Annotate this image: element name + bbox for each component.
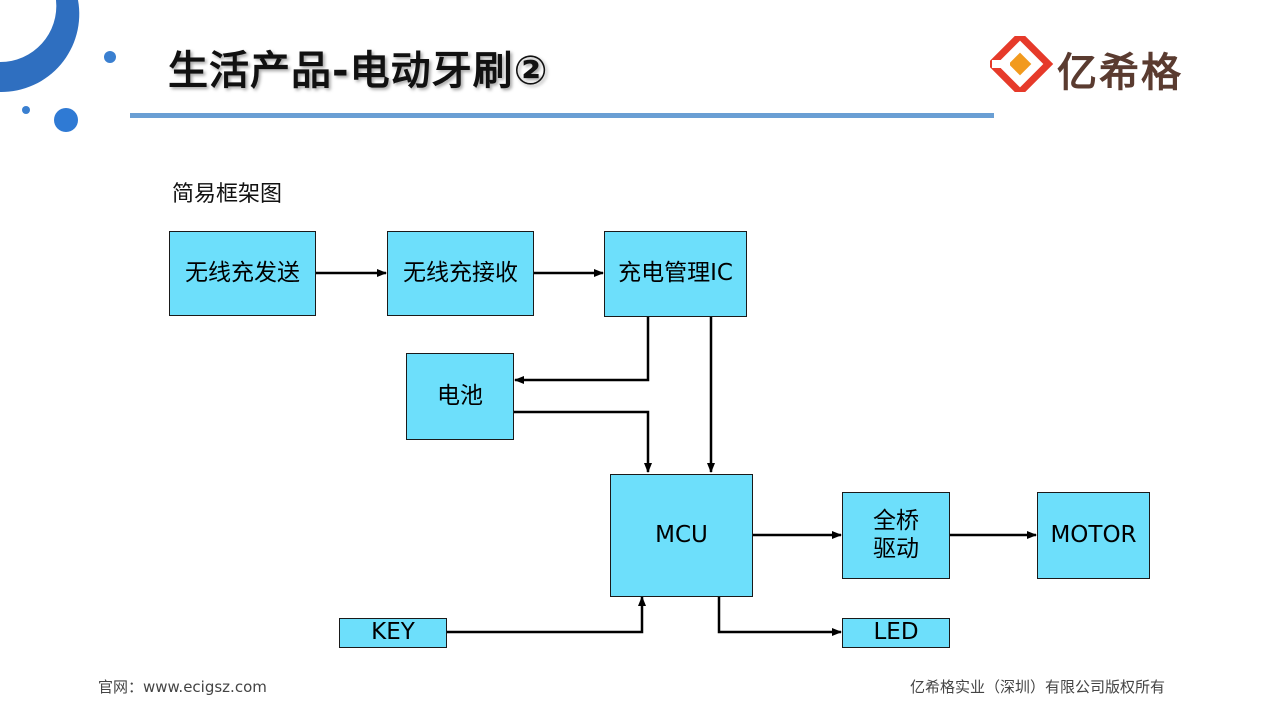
node-wireless-transmit: 无线充发送	[169, 231, 316, 316]
node-label: MOTOR	[1050, 521, 1137, 548]
node-label: 全桥 驱动	[873, 507, 919, 562]
page-title: 生活产品-电动牙刷②	[168, 48, 549, 94]
node-label: KEY	[371, 619, 415, 646]
node-led: LED	[842, 618, 950, 648]
node-label: 无线充接收	[403, 259, 518, 286]
decorative-circles	[0, 0, 116, 132]
node-mcu: MCU	[610, 474, 753, 597]
node-key: KEY	[339, 618, 447, 648]
node-full-bridge-driver: 全桥 驱动	[842, 492, 950, 579]
node-wireless-receive: 无线充接收	[387, 231, 534, 316]
node-label: 无线充发送	[185, 259, 300, 286]
node-label: 充电管理IC	[618, 260, 733, 287]
footer-website: 官网：www.ecigsz.com	[98, 678, 267, 696]
node-battery: 电池	[406, 353, 514, 440]
title-divider	[130, 113, 994, 118]
edge-key-to-mcu	[447, 596, 646, 634]
brand-name: 亿希格	[1057, 50, 1183, 96]
node-charge-management-ic: 充电管理IC	[604, 231, 747, 317]
edge-charge-ic-to-battery	[514, 317, 650, 384]
diagram-caption: 简易框架图	[172, 182, 283, 207]
node-label: 电池	[437, 382, 483, 409]
node-label: LED	[873, 619, 919, 646]
footer-copyright: 亿希格实业（深圳）有限公司版权所有	[910, 678, 1166, 696]
node-label: MCU	[655, 521, 708, 548]
node-motor: MOTOR	[1037, 492, 1150, 579]
edge-battery-to-mcu	[514, 410, 652, 473]
brand-logo-icon	[990, 36, 1054, 92]
edge-mcu-to-led	[717, 597, 842, 636]
